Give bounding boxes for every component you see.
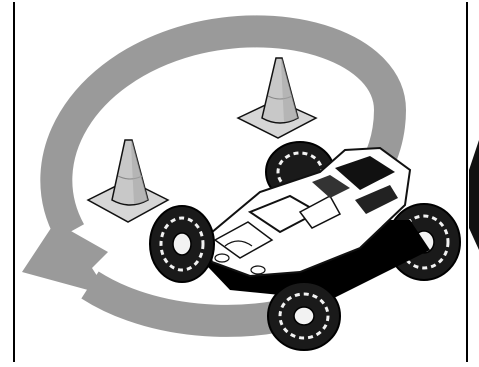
wheel-icon [150,206,214,282]
traffic-cone-icon [88,140,168,222]
side-tab-icon [469,140,479,250]
traffic-cone-icon [238,58,316,138]
wheel-icon [268,282,340,350]
